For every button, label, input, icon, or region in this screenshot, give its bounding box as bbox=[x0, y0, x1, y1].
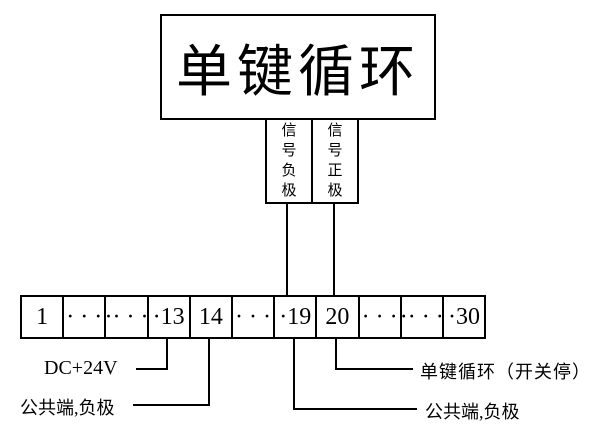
annotation-common-negative-right: 公共端,负极 bbox=[425, 402, 520, 422]
terminal-cell-19: ·19 bbox=[275, 297, 318, 337]
wire-terminal-20-horizontal bbox=[335, 368, 413, 370]
terminal-cell-20: 20 bbox=[317, 297, 360, 337]
terminal-cell-dots-d: · · · bbox=[360, 297, 402, 337]
wire-terminal-20-vertical bbox=[335, 339, 337, 370]
signal-negative-box: 信号负极 bbox=[265, 118, 313, 204]
annotation-dc-24v: DC+24V bbox=[44, 357, 118, 379]
device-box: 单键循环 bbox=[160, 14, 436, 120]
terminal-cell-13: ·13 bbox=[149, 297, 191, 337]
signal-positive-label: 信号正极 bbox=[327, 122, 343, 200]
annotation-single-key-cycle: 单键循环（开关停） bbox=[420, 362, 591, 382]
terminal-cell-dots-e: ·· · · bbox=[402, 297, 444, 337]
wire-terminal-13-vertical bbox=[166, 339, 168, 370]
wire-signal-positive bbox=[333, 204, 335, 295]
annotation-common-negative-left: 公共端,负极 bbox=[20, 398, 115, 418]
terminal-cell-14: 14 bbox=[191, 297, 233, 337]
terminal-cell-1: 1 bbox=[22, 297, 65, 337]
wire-terminal-14-horizontal bbox=[133, 404, 210, 406]
terminal-strip: 1 · · · ·· · · ·13 14 · · · ·19 20 · · ·… bbox=[20, 295, 486, 339]
signal-negative-label: 信号负极 bbox=[281, 122, 297, 200]
device-box-label: 单键循环 bbox=[176, 41, 420, 104]
wire-signal-negative bbox=[286, 204, 288, 295]
terminal-cell-dots-c: · · · bbox=[233, 297, 276, 337]
signal-positive-box: 信号正极 bbox=[311, 118, 359, 204]
wire-terminal-13-horizontal bbox=[136, 368, 168, 370]
wire-terminal-19-vertical bbox=[293, 339, 295, 410]
wire-terminal-14-vertical bbox=[208, 339, 210, 406]
terminal-cell-30: ·30 bbox=[447, 303, 480, 330]
wire-terminal-19-horizontal bbox=[293, 408, 417, 410]
terminal-cell-dots-b: ·· · · bbox=[106, 297, 149, 337]
terminal-cell-dots-a: · · · bbox=[64, 297, 107, 337]
